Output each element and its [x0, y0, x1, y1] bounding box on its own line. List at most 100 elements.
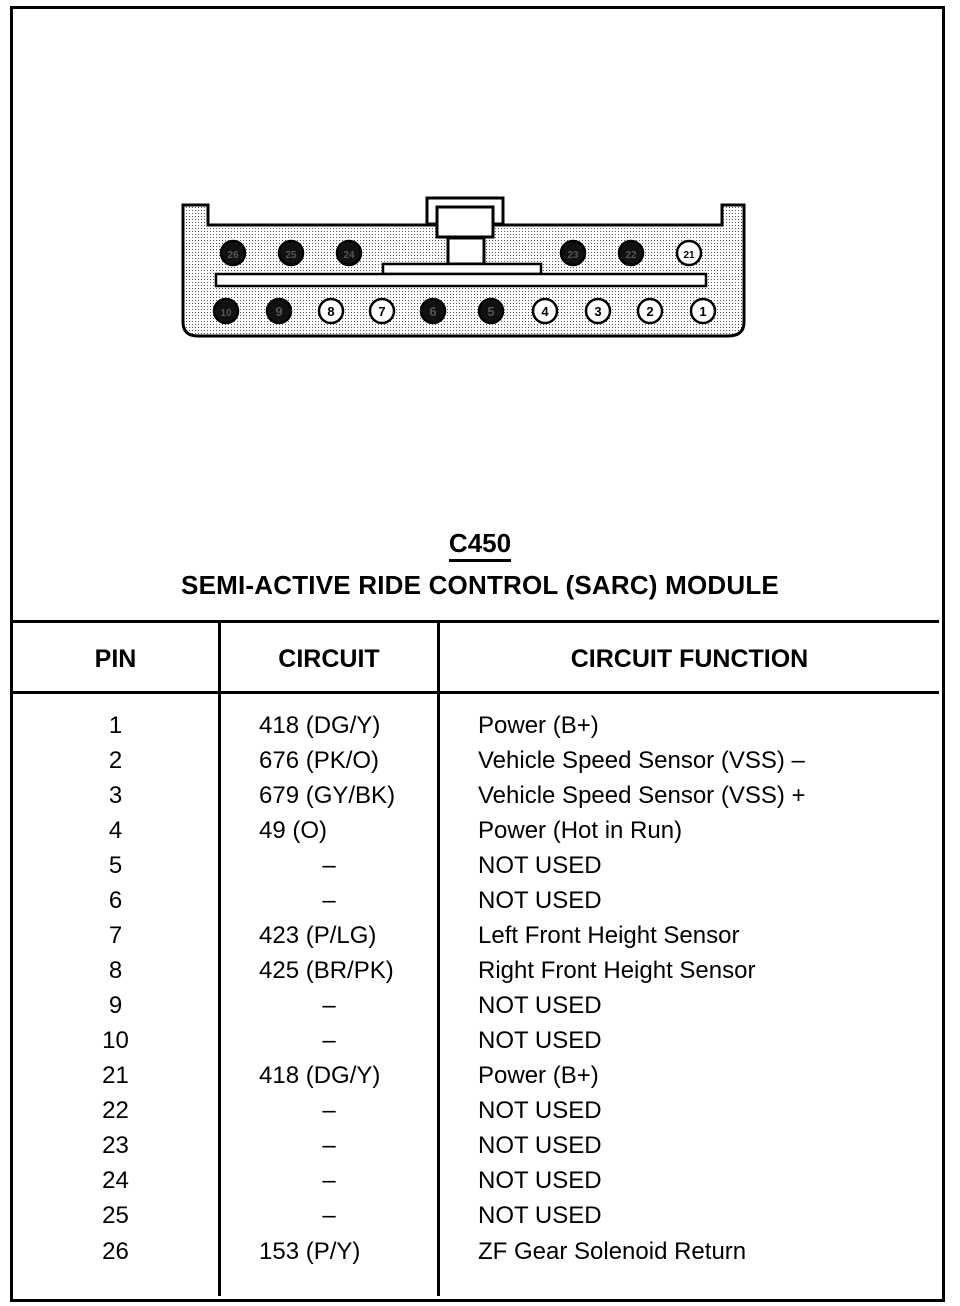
table-row: 3 679 (GY/BK) Vehicle Speed Sensor (VSS)…: [13, 782, 939, 817]
pin-label-24: 24: [343, 250, 355, 261]
cell-pin: 25: [102, 1202, 129, 1229]
cell-function: Vehicle Speed Sensor (VSS) +: [478, 782, 806, 809]
pin-label-8: 8: [327, 304, 334, 319]
table-row: 26 153 (P/Y) ZF Gear Solenoid Return: [13, 1238, 939, 1273]
pin-cavity-3: [584, 297, 612, 325]
cell-pin: 5: [108, 852, 123, 879]
cell-function: Left Front Height Sensor: [478, 922, 740, 949]
page-frame: [10, 6, 945, 1302]
pin-label-3: 3: [594, 304, 601, 319]
cell-function: NOT USED: [478, 887, 602, 914]
pin-label-21: 21: [683, 250, 695, 261]
pin-label-4: 4: [541, 304, 549, 319]
cell-function: NOT USED: [478, 1202, 602, 1229]
cell-circuit: 49 (O): [259, 817, 328, 844]
pin-label-1: 1: [699, 304, 706, 319]
pin-label-9: 9: [275, 304, 282, 319]
top-pin-row: 26 25 24 23 22 21: [219, 239, 703, 267]
cell-circuit: –: [322, 1027, 336, 1054]
cell-circuit: 423 (P/LG): [259, 922, 377, 949]
table-row: 4 49 (O) Power (Hot in Run): [13, 817, 939, 852]
table-row: 23 – NOT USED: [13, 1132, 939, 1167]
cell-pin: 1: [108, 712, 123, 739]
cell-pin: 8: [108, 957, 123, 984]
cell-pin: 2: [108, 747, 123, 774]
cell-circuit: –: [322, 852, 336, 879]
cell-circuit: –: [322, 1167, 336, 1194]
cell-function: Power (B+): [478, 712, 599, 739]
cell-circuit: –: [322, 1202, 336, 1229]
cell-circuit: 153 (P/Y): [259, 1238, 361, 1265]
table-row: 6 – NOT USED: [13, 887, 939, 922]
pin-label-26: 26: [227, 250, 239, 261]
cell-function: Power (Hot in Run): [478, 817, 683, 844]
cell-pin: 4: [108, 817, 123, 844]
pin-cavity-26: [219, 239, 247, 267]
pin-cavity-7: [368, 297, 396, 325]
cell-circuit: 679 (GY/BK): [259, 782, 396, 809]
pin-label-6: 6: [429, 304, 436, 319]
cell-pin: 3: [108, 782, 123, 809]
pin-label-5: 5: [487, 304, 494, 319]
pin-cavity-1: [689, 297, 717, 325]
cell-pin: 7: [108, 922, 123, 949]
pin-cavity-22: [617, 239, 645, 267]
cell-pin: 26: [102, 1238, 129, 1265]
header-circuit-function: CIRCUIT FUNCTION: [570, 645, 809, 673]
cell-pin: 6: [108, 887, 123, 914]
cell-function: Vehicle Speed Sensor (VSS) –: [478, 747, 805, 774]
table-row: 21 418 (DG/Y) Power (B+): [13, 1062, 939, 1097]
cell-pin: 23: [102, 1132, 129, 1159]
pin-cavity-4: [531, 297, 559, 325]
cell-function: Right Front Height Sensor: [478, 957, 756, 984]
cell-function: Power (B+): [478, 1062, 599, 1089]
pin-cavity-2: [636, 297, 664, 325]
cell-circuit: –: [322, 992, 336, 1019]
table-row: 9 – NOT USED: [13, 992, 939, 1027]
pin-cavity-9: [265, 297, 293, 325]
cell-function: NOT USED: [478, 1132, 602, 1159]
column-divider-2: [437, 622, 440, 1296]
cell-circuit: –: [322, 1132, 336, 1159]
pin-cavity-23: [559, 239, 587, 267]
pin-label-2: 2: [646, 304, 653, 319]
connector-name: SEMI-ACTIVE RIDE CONTROL (SARC) MODULE: [181, 570, 779, 600]
pin-label-23: 23: [567, 250, 579, 261]
header-pin: PIN: [94, 645, 137, 673]
connector-latch-inner: [435, 205, 495, 239]
cell-circuit: 418 (DG/Y): [259, 712, 381, 739]
pin-cavity-25: [277, 239, 305, 267]
cell-function: NOT USED: [478, 1167, 602, 1194]
cell-circuit: 418 (DG/Y): [259, 1062, 381, 1089]
table-row: 24 – NOT USED: [13, 1167, 939, 1202]
column-divider-1: [218, 622, 221, 1296]
pin-label-22: 22: [625, 250, 637, 261]
pin-cavity-8: [317, 297, 345, 325]
table-row: 1 418 (DG/Y) Power (B+): [13, 712, 939, 747]
pin-label-10: 10: [220, 308, 232, 319]
pin-cavity-21: [675, 239, 703, 267]
cell-function: NOT USED: [478, 1097, 602, 1124]
cell-pin: 24: [102, 1167, 129, 1194]
cell-function: NOT USED: [478, 992, 602, 1019]
cell-circuit: –: [322, 1097, 336, 1124]
connector-ridge-upper: [381, 262, 543, 276]
pin-cavity-10: [212, 297, 240, 325]
table-top-rule: [13, 620, 939, 623]
pin-cavity-5: [477, 297, 505, 325]
header-circuit: CIRCUIT: [278, 645, 380, 673]
table-row: 5 – NOT USED: [13, 852, 939, 887]
cell-pin: 22: [102, 1097, 129, 1124]
pin-label-25: 25: [285, 250, 297, 261]
cell-circuit: 676 (PK/O): [259, 747, 380, 774]
cell-circuit: –: [322, 887, 336, 914]
cell-pin: 9: [108, 992, 123, 1019]
connector-id: C450: [0, 528, 960, 562]
cell-pin: 21: [102, 1062, 129, 1089]
table-row: 25 – NOT USED: [13, 1202, 939, 1237]
pin-cavity-24: [335, 239, 363, 267]
table-row: 2 676 (PK/O) Vehicle Speed Sensor (VSS) …: [13, 747, 939, 782]
table-row: 7 423 (P/LG) Left Front Height Sensor: [13, 922, 939, 957]
table-row: 10 – NOT USED: [13, 1027, 939, 1062]
